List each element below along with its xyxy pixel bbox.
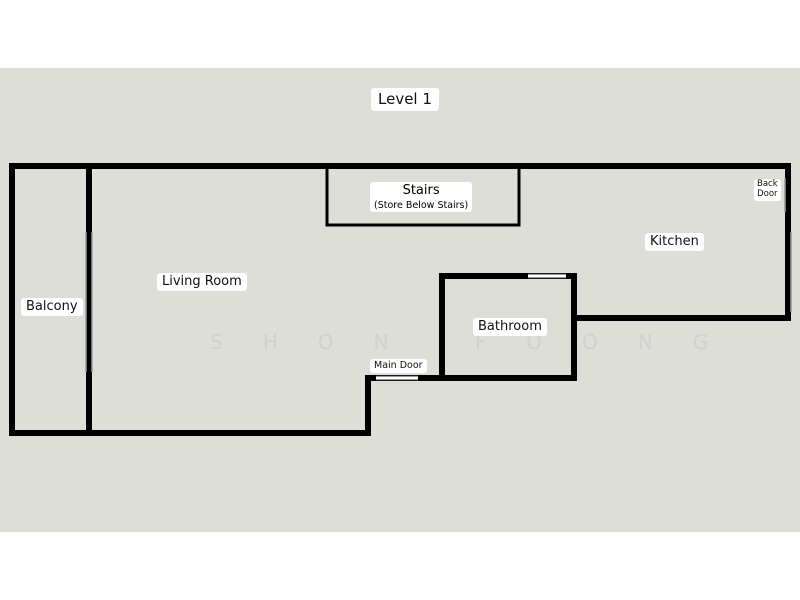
living-room-label: Living Room xyxy=(157,273,247,292)
level-title: Level 1 xyxy=(371,88,439,111)
watermark-text: SHON FOONG xyxy=(210,330,749,354)
bathroom-wall xyxy=(439,273,577,381)
floor-plan-canvas xyxy=(0,68,800,532)
outer-wall xyxy=(9,163,791,436)
stairs-label: Stairs (Store Below Stairs) xyxy=(370,182,473,213)
kitchen-label: Kitchen xyxy=(645,233,704,252)
stairs-wall xyxy=(325,164,521,227)
balcony-label: Balcony xyxy=(21,298,83,317)
stairs-title: Stairs xyxy=(402,183,440,198)
bathroom-label: Bathroom xyxy=(473,318,547,337)
back-door-label: Back Door xyxy=(754,179,781,201)
main-door-label: Main Door xyxy=(370,359,427,373)
stairs-note: (Store Below Stairs) xyxy=(374,199,469,211)
